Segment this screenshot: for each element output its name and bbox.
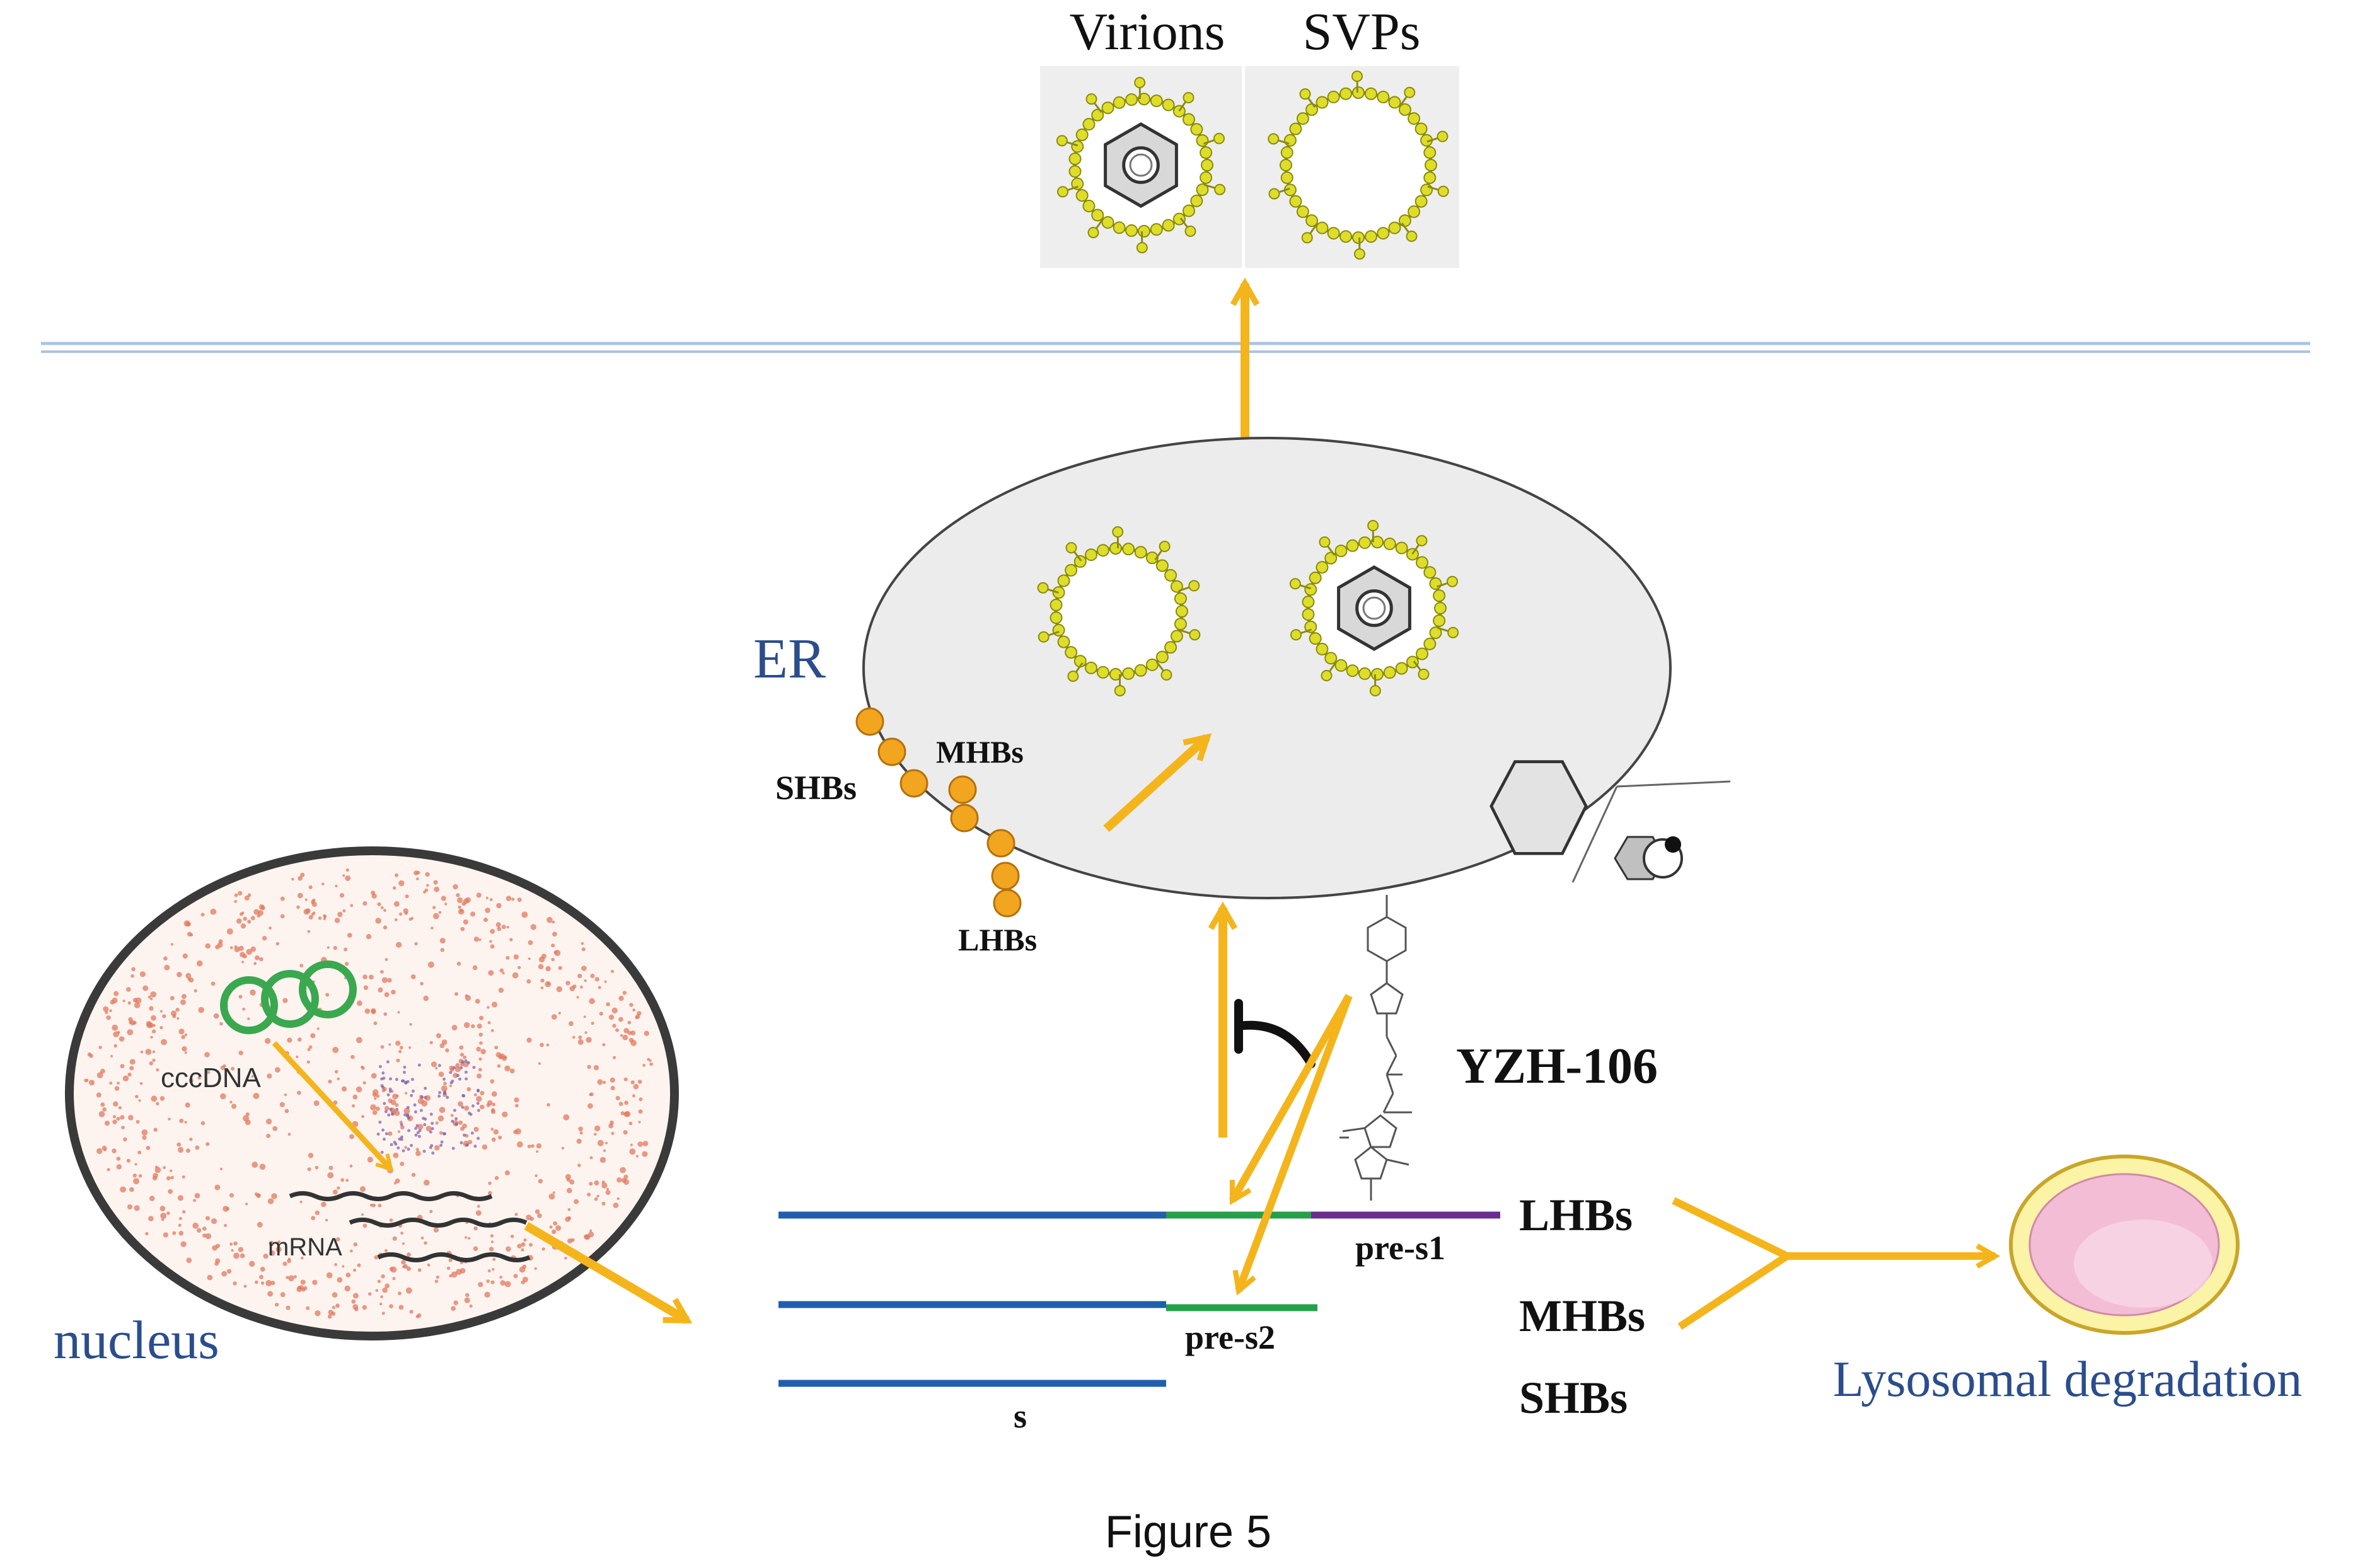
cccdna-icon: [220, 960, 357, 1034]
lhbs-label: LHBs: [1519, 1190, 1633, 1240]
mrna-strands: [289, 1191, 531, 1262]
mhbs-label: MHBs: [1519, 1291, 1645, 1341]
er-virion-particle: [1289, 520, 1459, 696]
cccdna-label: cccDNA: [161, 1063, 262, 1093]
svp-particle: [1268, 71, 1449, 260]
transcription-arrow: [272, 1041, 394, 1172]
nucleus-membrane: [65, 846, 679, 1340]
er-shbs-label: SHBs: [775, 769, 857, 807]
svps-label: SVPs: [1303, 3, 1421, 61]
capsid-icon: [1489, 760, 1683, 880]
degradation-arrows: [1672, 1197, 2001, 1330]
nucleus-chromatin: [84, 868, 653, 1319]
figure-caption: Figure 5: [1105, 1507, 1271, 1557]
inhibition-symbol: [1234, 999, 1316, 1068]
mrna-label: mRNA: [268, 1233, 342, 1261]
shbs-label: SHBs: [1519, 1373, 1628, 1423]
lysosomal-label: Lysosomal degradation: [1833, 1352, 2302, 1407]
pre-s1-label: pre-s1: [1355, 1229, 1445, 1267]
nucleus-label: nucleus: [54, 1310, 219, 1370]
compound-label: YZH-106: [1456, 1039, 1658, 1094]
er-label: ER: [753, 628, 826, 690]
compound-arrow-mhbs: [1232, 994, 1353, 1296]
yzh-106-structure-icon: [1339, 895, 1412, 1201]
virions-label: Virions: [1070, 3, 1225, 61]
er-side-line-2: [1571, 786, 1618, 883]
er-mhbs-label: MHBs: [936, 734, 1024, 770]
compound-arrow-lhbs: [1229, 994, 1353, 1206]
er-side-line-1: [1616, 780, 1731, 788]
export-arrow: [524, 1221, 693, 1325]
er-organelle: [862, 437, 1672, 899]
er-svp-particle: [1037, 526, 1201, 696]
er-assembly-arrow: [1103, 733, 1212, 833]
s-label: s: [1014, 1397, 1027, 1435]
lysosome-icon: [2009, 1155, 2240, 1335]
er-lhbs-label: LHBs: [958, 922, 1037, 957]
pre-s2-label: pre-s2: [1185, 1318, 1275, 1356]
virion-particle: [1056, 77, 1226, 253]
envelope-protein-chain: [855, 707, 1022, 918]
